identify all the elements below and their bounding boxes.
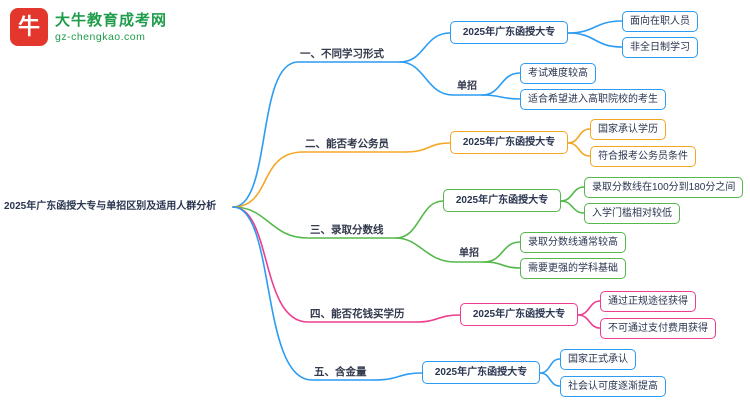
root-topic: 2025年广东函授大专与单招区别及适用人群分析 xyxy=(4,201,217,212)
leaf-node: 国家承认学历 xyxy=(590,119,666,140)
leaf-node: 录取分数线通常较高 xyxy=(520,232,626,253)
branch-1-topic-danzhao: 单招 xyxy=(457,81,477,92)
leaf-node: 非全日制学习 xyxy=(622,37,698,58)
branch-3-topic-danzhao: 单招 xyxy=(459,248,479,259)
leaf-node: 入学门槛相对较低 xyxy=(584,203,680,224)
branch-3-label: 三、录取分数线 xyxy=(310,224,384,236)
leaf-node: 社会认可度逐渐提高 xyxy=(560,376,666,397)
branch-4-label: 四、能否花钱买学历 xyxy=(310,308,405,320)
leaf-node: 符合报考公务员条件 xyxy=(590,146,696,167)
bull-icon: 牛 xyxy=(10,8,48,46)
leaf-node: 考试难度较高 xyxy=(520,63,596,84)
branch-3-topic-hanshou: 2025年广东函授大专 xyxy=(443,189,561,212)
branch-2-topic-hanshou: 2025年广东函授大专 xyxy=(450,131,568,154)
branch-2-label: 二、能否考公务员 xyxy=(305,138,389,150)
leaf-node: 录取分数线在100分到180分之间 xyxy=(584,177,744,198)
leaf-node: 需要更强的学科基础 xyxy=(520,258,626,279)
branch-1-label: 一、不同学习形式 xyxy=(300,48,384,60)
leaf-node: 国家正式承认 xyxy=(560,349,636,370)
site-logo: 牛 大牛教育成考网 gz-chengkao.com xyxy=(10,8,167,46)
leaf-node: 面向在职人员 xyxy=(622,11,698,32)
branch-4-topic-hanshou: 2025年广东函授大专 xyxy=(460,303,578,326)
leaf-node: 不可通过支付费用获得 xyxy=(600,318,716,339)
logo-brand-text: 大牛教育成考网 xyxy=(55,11,168,29)
logo-domain-text: gz-chengkao.com xyxy=(55,30,146,43)
leaf-node: 适合希望进入高职院校的考生 xyxy=(520,89,666,110)
branch-5-topic-hanshou: 2025年广东函授大专 xyxy=(422,361,540,384)
leaf-node: 通过正规途径获得 xyxy=(600,291,696,312)
branch-5-label: 五、含金量 xyxy=(314,366,367,378)
branch-1-topic-hanshou: 2025年广东函授大专 xyxy=(450,21,568,44)
